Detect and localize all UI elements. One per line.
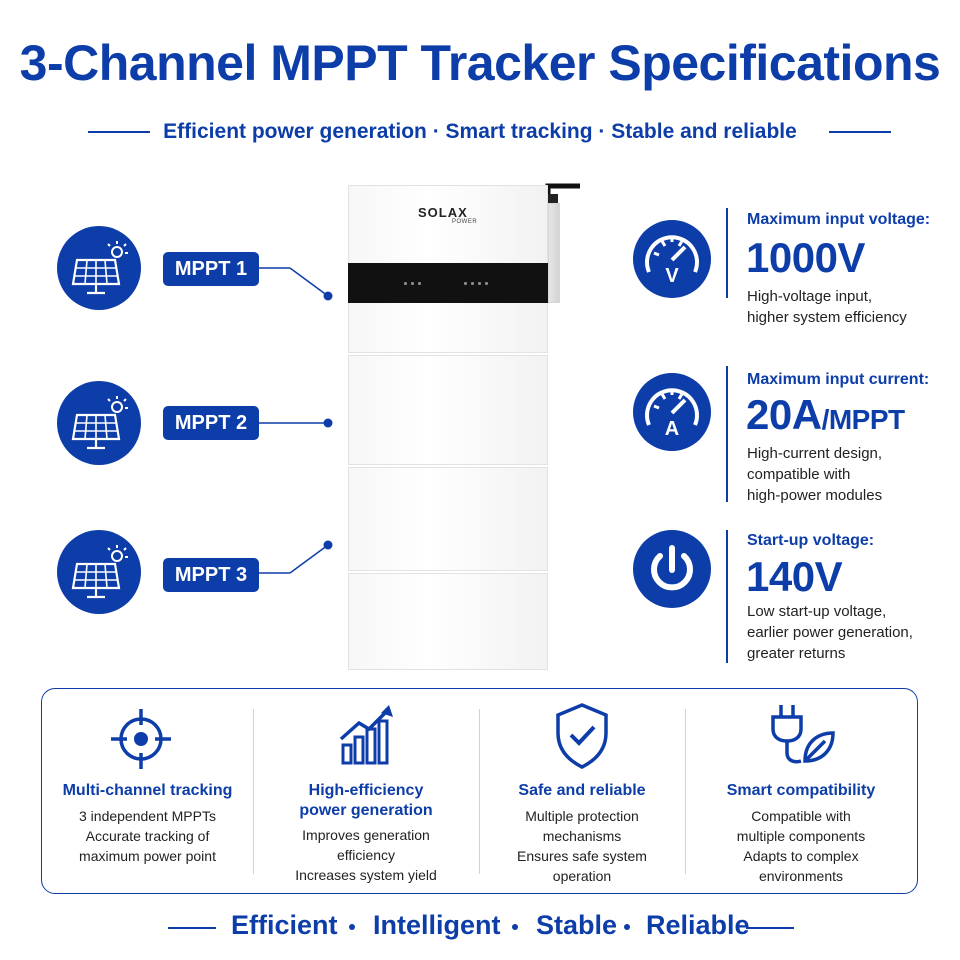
battery-module-1: [348, 355, 548, 465]
spec-1-desc-line: higher system efficiency: [747, 309, 907, 326]
feature-separator: [479, 709, 480, 874]
solar-panel-icon: [57, 226, 141, 310]
feature-smart-compatibility: Smart compatibility Compatible with mult…: [685, 689, 917, 895]
battery-module-3: [348, 573, 548, 670]
ammeter-icon: A: [633, 373, 711, 451]
footer-word-efficient: Efficient: [231, 910, 338, 940]
display-indicators-right: [464, 282, 492, 285]
mppt-2-label: MPPT 2: [163, 406, 259, 440]
spec-1-heading: Maximum input voltage:: [747, 211, 931, 228]
feature-2-desc: Improves generation efficiency Increases…: [253, 825, 479, 885]
spec-1-divider: [726, 208, 728, 298]
spec-2-divider: [726, 366, 728, 502]
footer-dot: [624, 924, 630, 930]
spec-2-unit: /MPPT: [821, 404, 906, 435]
spec-3-desc-line: earlier power generation,: [747, 624, 913, 641]
display-indicators-left: [404, 282, 425, 285]
footer-dot: [512, 924, 518, 930]
subtitle-line-right: [829, 131, 891, 133]
footer-word-intelligent: Intelligent: [373, 910, 501, 940]
feature-safe-reliable: Safe and reliable Multiple protection me…: [479, 689, 685, 895]
spec-1-desc: High-voltage input, higher system effici…: [747, 286, 957, 328]
footer-dot: [349, 924, 355, 930]
feature-desc-line: Ensures safe system: [517, 848, 647, 864]
feature-desc-line: 3 independent MPPTs: [79, 808, 216, 824]
feature-4-desc: Compatible with multiple components Adap…: [685, 806, 917, 886]
solar-panel-icon: [57, 381, 141, 465]
spec-2-value: 20A/MPPT: [746, 391, 905, 439]
spec-3-value: 140V: [746, 553, 843, 601]
spec-3-heading: Start-up voltage:: [747, 532, 875, 549]
mppt-connectors: [258, 267, 333, 574]
feature-desc-line: Multiple protection: [525, 808, 639, 824]
feature-1-desc: 3 independent MPPTs Accurate tracking of…: [42, 806, 253, 866]
mppt-3-label: MPPT 3: [163, 558, 259, 592]
svg-text:V: V: [665, 265, 679, 287]
feature-desc-line: Compatible with: [751, 808, 851, 824]
feature-separator: [685, 709, 686, 874]
feature-multi-channel: Multi-channel tracking 3 independent MPP…: [42, 689, 253, 895]
subtitle: Efficient power generation · Smart track…: [163, 120, 797, 143]
inverter-side-panel: [548, 203, 560, 303]
feature-desc-line: operation: [552, 868, 612, 884]
inverter-brand: SOLAX: [418, 205, 468, 220]
feature-3-title: Safe and reliable: [518, 782, 646, 799]
spec-1-value: 1000V: [746, 234, 865, 282]
target-icon: [111, 709, 171, 769]
footer-line-right: [746, 927, 794, 929]
feature-separator: [253, 709, 254, 874]
power-icon: [633, 530, 711, 608]
feature-desc-line: Adapts to complex: [743, 848, 859, 864]
feature-desc-line: maximum power point: [79, 848, 216, 864]
inverter-image: SOLAX POWER: [348, 183, 580, 670]
features-panel: Multi-channel tracking 3 independent MPP…: [41, 688, 918, 894]
feature-desc-line: Improves generation: [302, 827, 430, 843]
feature-desc-line: Increases system yield: [295, 867, 437, 883]
feature-1-title: Multi-channel tracking: [62, 782, 233, 799]
spec-2-value-number: 20A: [746, 391, 822, 438]
feature-desc-line: Accurate tracking of: [85, 828, 210, 844]
feature-high-efficiency: High-efficiency power generation Improve…: [253, 689, 479, 895]
spec-3-desc-line: Low start-up voltage,: [747, 603, 887, 620]
growth-chart-icon: [339, 705, 393, 765]
spec-2-heading: Maximum input current:: [747, 371, 930, 388]
footer-tagline: Efficient Intelligent Stable Reliable: [0, 910, 960, 946]
feature-desc-line: mechanisms: [542, 828, 622, 844]
spec-1-value-number: 1000V: [746, 234, 865, 281]
spec-1-desc-line: High-voltage input,: [747, 288, 873, 305]
footer-line-left: [168, 927, 216, 929]
spec-3-desc-line: greater returns: [747, 645, 846, 662]
spec-2-desc-line: high-power modules: [747, 487, 883, 504]
spec-2-desc-line: compatible with: [747, 466, 851, 483]
feature-desc-line: multiple components: [736, 828, 866, 844]
subtitle-line-left: [88, 131, 150, 133]
mppt-1-label: MPPT 1: [163, 252, 259, 286]
inverter-display: [348, 263, 548, 303]
footer-word-stable: Stable: [536, 910, 618, 940]
battery-module-2: [348, 467, 548, 571]
inverter-brand-sub: POWER: [452, 219, 478, 225]
page-title: 3-Channel MPPT Tracker Specifications: [19, 35, 941, 91]
feature-2-title: High-efficiency power generation: [253, 781, 479, 821]
spec-2-desc: High-current design, compatible with hig…: [747, 443, 957, 506]
feature-4-title: Smart compatibility: [726, 782, 876, 799]
feature-title-line: High-efficiency: [308, 782, 424, 799]
footer-word-reliable: Reliable: [646, 910, 750, 940]
feature-desc-line: efficiency: [336, 847, 396, 863]
plug-leaf-icon: [771, 705, 835, 764]
spec-2-desc-line: High-current design,: [747, 445, 883, 462]
spec-3-value-number: 140V: [746, 553, 843, 600]
voltmeter-icon: V: [633, 220, 711, 298]
feature-desc-line: environments: [758, 868, 844, 884]
shield-check-icon: [556, 703, 608, 769]
feature-3-desc: Multiple protection mechanisms Ensures s…: [479, 806, 685, 886]
spec-3-divider: [726, 530, 728, 663]
solar-panel-icon: [57, 530, 141, 614]
subtitle-row: Efficient power generation · Smart track…: [0, 118, 960, 148]
svg-text:A: A: [665, 418, 679, 440]
spec-3-desc: Low start-up voltage, earlier power gene…: [747, 601, 957, 664]
feature-title-line: power generation: [299, 802, 433, 819]
